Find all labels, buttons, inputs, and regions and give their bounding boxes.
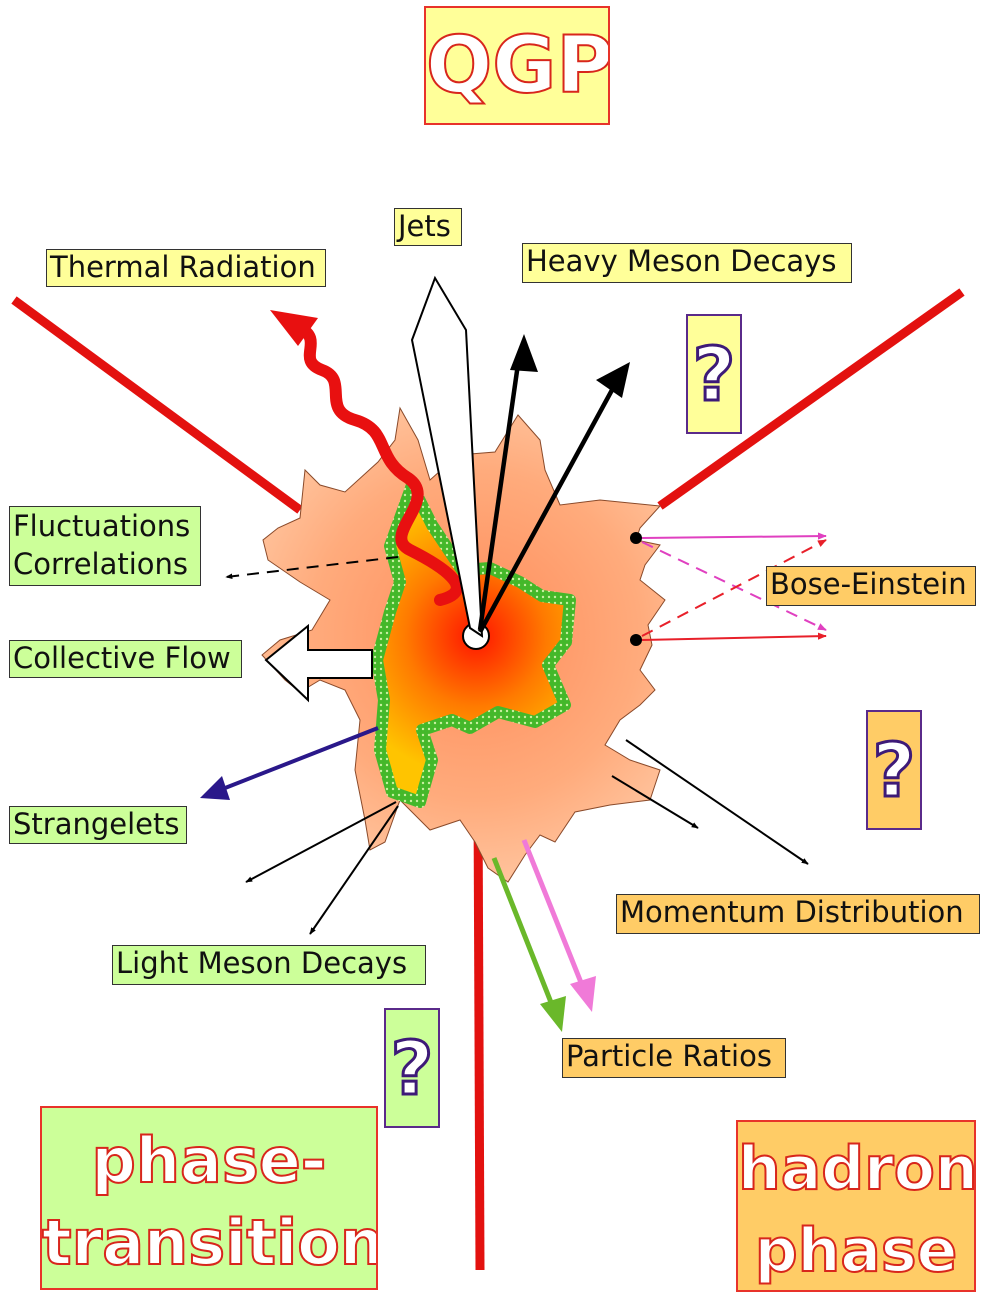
phase-transition-box: phase- transition <box>40 1106 378 1290</box>
phase-transition-line2: transition <box>42 1202 376 1284</box>
bose-einstein-source-1 <box>630 532 642 544</box>
qgp-title: QGP <box>424 6 610 125</box>
label-heavy-meson-decays: Heavy Meson Decays <box>522 243 852 283</box>
label-particle-ratios: Particle Ratios <box>562 1038 786 1078</box>
region-line-left <box>14 300 300 510</box>
bose-einstein-source-2 <box>630 634 642 646</box>
strangelets-arrowhead <box>200 776 230 800</box>
heavy-meson-arrowhead-1 <box>510 334 538 372</box>
hadron-phase-line1: hadron <box>738 1128 974 1210</box>
particle-ratios-arrowhead-pink <box>570 976 596 1012</box>
label-bose-einstein: Bose-Einstein <box>766 566 976 606</box>
particle-ratios-arrow-green <box>494 858 554 1010</box>
phase-transition-line1: phase- <box>42 1120 376 1202</box>
strangelets-arrow <box>220 728 378 790</box>
label-fluctuations: Fluctuations <box>13 507 197 545</box>
question-mark-hadron: ? <box>866 710 922 830</box>
label-jets: Jets <box>394 208 462 246</box>
label-light-meson-decays: Light Meson Decays <box>112 945 426 985</box>
hadron-phase-box: hadron phase <box>736 1120 976 1292</box>
region-line-bottom <box>478 800 480 1270</box>
label-strangelets: Strangelets <box>9 806 187 844</box>
label-momentum-distribution: Momentum Distribution <box>616 894 980 934</box>
label-collective-flow: Collective Flow <box>9 640 242 678</box>
question-mark-qgp: ? <box>686 314 742 434</box>
hadron-phase-line2: phase <box>738 1210 974 1292</box>
bose-einstein-arrow-1 <box>642 536 826 538</box>
label-correlations: Correlations <box>13 545 197 583</box>
label-fluctuations-correlations: Fluctuations Correlations <box>9 506 201 586</box>
bose-einstein-arrow-2 <box>642 636 826 640</box>
particle-ratios-arrow-pink <box>524 840 584 990</box>
label-thermal-radiation: Thermal Radiation <box>46 249 326 287</box>
question-mark-phase-transition: ? <box>384 1008 440 1128</box>
particle-ratios-arrowhead-green <box>540 996 566 1032</box>
